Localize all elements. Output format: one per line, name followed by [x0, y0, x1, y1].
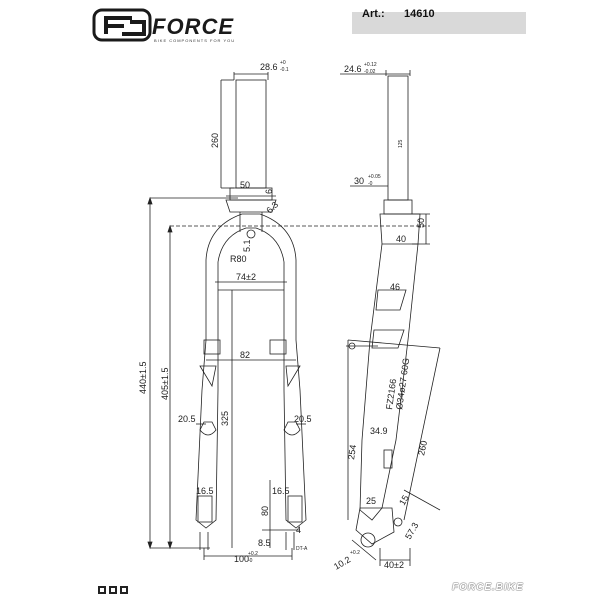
qr-code-icon [98, 586, 128, 594]
front-arch-outer [205, 213, 297, 340]
side-crown-height-label: 50 [416, 218, 426, 228]
side-rake-left-label: 254 [346, 444, 358, 460]
side-steerer-text: 125 [398, 139, 404, 148]
side-crown-race-tol-plus: +0.05 [368, 174, 381, 180]
side-rake-right-label: 260 [416, 440, 429, 457]
front-detail-ref: DT-A [296, 546, 308, 552]
front-hub-tol-minus: -0 [248, 558, 253, 564]
side-view [340, 70, 441, 566]
force-logo-icon [92, 8, 152, 42]
front-race-h-label: 6 [264, 189, 274, 194]
side-dropout-1-label: 15 [397, 493, 411, 507]
article-box [352, 12, 526, 34]
front-hub-tol-plus: +0.2 [248, 551, 258, 557]
side-leg-dia-label: 34.9 [370, 426, 388, 436]
front-race-dia-label: 50 [240, 180, 250, 190]
front-arch-inner [217, 227, 285, 340]
side-steerer-dia-label: 24.6 [344, 64, 362, 74]
side-stamp-line1: FZ2166 [384, 378, 398, 410]
front-steerer-tol-plus: +0 [280, 60, 286, 66]
side-steerer-tol-minus: -0.02 [364, 69, 376, 75]
front-axle-crown-label: 405±1.5 [160, 368, 170, 400]
side-dropout-slot-label: 10.2 [332, 554, 352, 571]
footer-website: FORCE.BIKE [452, 582, 524, 593]
front-steerer-length-label: 260 [210, 133, 220, 148]
side-stamp-line2: Ø34ø27 60G [394, 357, 411, 410]
front-crown [225, 199, 277, 213]
front-dropout-height-label: 80 [260, 506, 270, 516]
brand-name: FORCE [152, 14, 234, 39]
header: FORCE BIKE COMPONENTS FOR YOU [92, 8, 526, 43]
side-dropout-slot-tol: +0.2 [350, 550, 360, 556]
front-steerer-tol-minus: -0.1 [280, 67, 289, 73]
side-crown-race [383, 199, 413, 215]
brand-tagline: BIKE COMPONENTS FOR YOU [154, 38, 236, 43]
front-dropout-thickness-label: 4 [296, 525, 301, 535]
front-hub-spacing-label: 100 [234, 554, 249, 564]
front-right-leg [283, 339, 307, 529]
front-left-leg-dia-label: 20.5 [178, 414, 196, 424]
front-steerer-dia-label: 28.6 [260, 62, 278, 72]
side-rake-label: 40±2 [384, 560, 404, 570]
front-crown-thickness-label: 6.3 [264, 199, 280, 215]
side-leg-top-label: 46 [390, 282, 400, 292]
side-crown-race-label: 30 [354, 176, 364, 186]
front-spacing-label: 82 [240, 350, 250, 360]
front-right-dropout-label: 16.5 [272, 486, 290, 496]
side-dropout-2-label: 25 [366, 496, 376, 506]
axle-circle [360, 532, 376, 548]
article-label: Art.: [362, 8, 385, 20]
side-dropout [355, 507, 395, 545]
front-left-dropout-label: 16.5 [196, 486, 214, 496]
front-crown-offset-label: 5.1 [242, 239, 252, 252]
side-blade [359, 243, 419, 521]
side-crown-race-tol-minus: -0 [368, 181, 373, 187]
front-arch-width-label: 74±2 [236, 272, 256, 282]
front-steerer [235, 79, 267, 189]
front-leg-length-label: 325 [220, 411, 230, 426]
side-crown-dia-label: 40 [396, 234, 406, 244]
front-right-leg-dia-label: 20.5 [294, 414, 312, 424]
article-number: 14610 [404, 8, 435, 20]
side-steerer [387, 75, 409, 201]
front-total-length-label: 440±1.5 [138, 362, 148, 394]
front-arch-radius-label: R80 [230, 254, 247, 264]
front-view [147, 72, 430, 560]
front-left-leg [195, 339, 219, 529]
side-dropout-3-label: 57.3 [403, 521, 420, 541]
side-steerer-tol-plus: +0.12 [364, 62, 377, 68]
front-dropout-offset-label: 8.5 [258, 538, 271, 548]
